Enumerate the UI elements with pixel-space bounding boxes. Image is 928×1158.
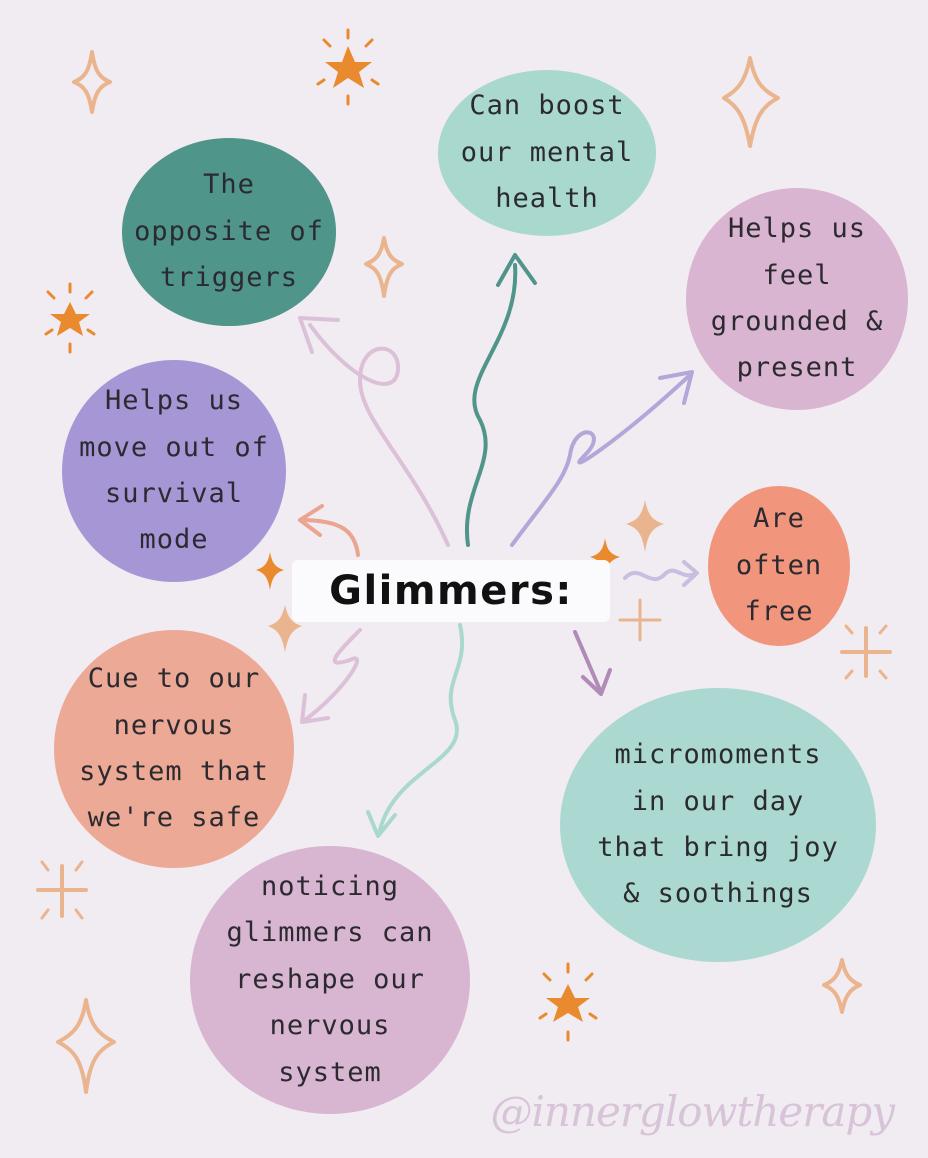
sparkle-icon	[840, 626, 892, 678]
bubble-survival-mode: Helps us move out of survival mode	[62, 360, 286, 582]
bubble-text: noticing glimmers can reshape our nervou…	[226, 870, 434, 1088]
bubble-grounded: Helps us feel grounded & present	[686, 188, 908, 410]
arrow-to-free	[623, 568, 697, 582]
arrow-to-reshape	[378, 623, 464, 832]
arrow-to-mental-health	[464, 263, 518, 547]
arrow-to-grounded	[510, 373, 692, 547]
bubble-text: micromoments in our day that bring joy &…	[597, 739, 839, 910]
star-icon	[44, 282, 96, 354]
sparkle-icon	[256, 552, 284, 590]
sparkle-icon	[626, 500, 664, 552]
bubble-text: Helps us feel grounded & present	[710, 213, 884, 384]
glimmers-title: Glimmers:	[292, 560, 610, 622]
bubble-reshape-nervous-system: noticing glimmers can reshape our nervou…	[190, 846, 470, 1114]
sparkle-icon	[72, 50, 112, 114]
star-icon	[316, 28, 380, 106]
sparkle-icon	[36, 864, 88, 918]
arrow-to-nervous-safe	[303, 628, 362, 722]
bubble-often-free: Are often free	[708, 486, 850, 646]
sparkle-icon	[364, 236, 404, 298]
sparkle-icon	[590, 538, 620, 578]
arrow-to-micromoments	[573, 630, 602, 692]
bubble-mental-health: Can boost our mental health	[438, 70, 656, 236]
bubble-text: The opposite of triggers	[134, 169, 324, 294]
bubble-micromoments: micromoments in our day that bring joy &…	[560, 688, 876, 962]
bubble-text: Cue to our nervous system that we're saf…	[79, 663, 269, 834]
social-handle: @innerglowtherapy	[490, 1087, 895, 1136]
bubble-opposite-of-triggers: The opposite of triggers	[122, 138, 336, 326]
sparkle-icon	[822, 958, 862, 1014]
star-icon	[538, 962, 598, 1042]
sparkle-icon	[722, 56, 780, 148]
sparkle-icon	[268, 605, 302, 652]
bubble-text: Can boost our mental health	[460, 90, 634, 215]
bubble-nervous-system-safe: Cue to our nervous system that we're saf…	[54, 630, 294, 868]
bubble-text: Are often free	[735, 503, 823, 628]
arrow-to-survival	[298, 518, 360, 557]
arrow-to-triggers	[308, 323, 450, 547]
bubble-text: Helps us move out of survival mode	[79, 385, 269, 556]
sparkle-icon	[56, 998, 116, 1094]
